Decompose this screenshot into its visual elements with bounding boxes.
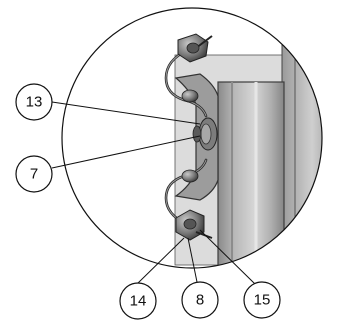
bottom-nut bbox=[175, 209, 213, 241]
top-pipe-clip-inner bbox=[165, 49, 207, 117]
callout-15: 15 bbox=[243, 281, 281, 319]
center-fastener bbox=[192, 117, 218, 151]
top-nut bbox=[177, 33, 213, 63]
callout-8-label: 8 bbox=[196, 292, 204, 309]
frame-right bbox=[281, 8, 322, 268]
bottom-pipe-clip-inner bbox=[165, 159, 207, 225]
callout-15-label: 15 bbox=[254, 292, 271, 309]
vertical-column bbox=[217, 81, 285, 268]
upper-rivet bbox=[181, 89, 199, 103]
detail-circle-outline bbox=[61, 7, 323, 269]
callout-7-label: 7 bbox=[30, 166, 38, 183]
leader-lines bbox=[51, 101, 256, 285]
callout-14: 14 bbox=[119, 282, 157, 320]
callout-8: 8 bbox=[181, 281, 219, 319]
leader-7 bbox=[51, 135, 201, 169]
lower-rivet bbox=[181, 169, 199, 183]
callout-13: 13 bbox=[15, 83, 53, 121]
callout-13-label: 13 bbox=[26, 94, 43, 111]
leader-14 bbox=[136, 237, 185, 285]
leader-13 bbox=[51, 101, 201, 125]
callout-14-label: 14 bbox=[130, 293, 147, 310]
leader-15 bbox=[199, 229, 256, 285]
leader-8 bbox=[187, 237, 198, 283]
callout-7: 7 bbox=[15, 155, 53, 193]
